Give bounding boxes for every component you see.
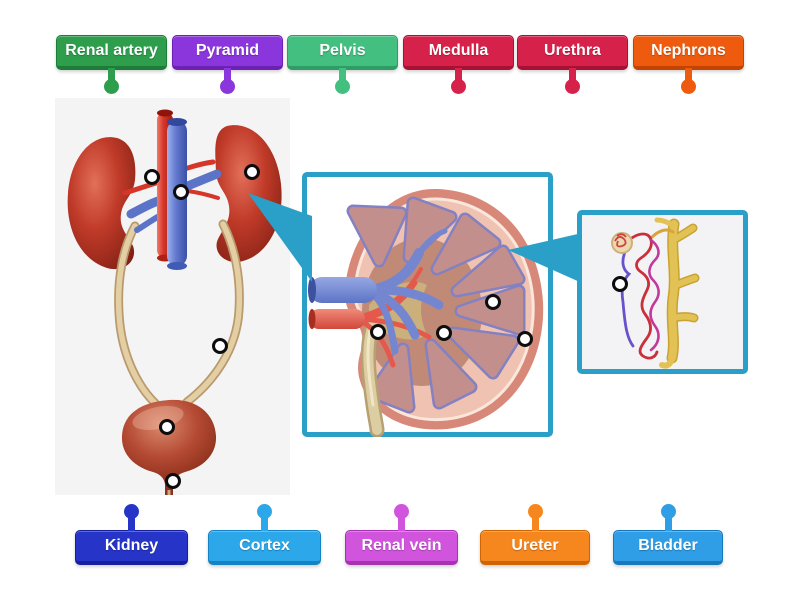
label-stem xyxy=(339,68,346,81)
pin-7[interactable] xyxy=(485,294,501,310)
label-dot xyxy=(394,504,409,519)
label-dot xyxy=(451,79,466,94)
label-dot xyxy=(681,79,696,94)
label-dot xyxy=(660,504,676,519)
label-cortex[interactable]: Cortex xyxy=(208,504,321,566)
label-medulla[interactable]: Medulla xyxy=(403,35,514,97)
pin-6[interactable] xyxy=(165,473,181,489)
kidney-cross-section-box xyxy=(302,172,553,437)
label-dot xyxy=(104,79,119,94)
label-text[interactable]: Kidney xyxy=(75,530,188,565)
label-stem xyxy=(108,68,115,81)
label-text[interactable]: Renal artery xyxy=(56,35,167,70)
label-text[interactable]: Cortex xyxy=(208,530,321,565)
label-nephrons[interactable]: Nephrons xyxy=(633,35,744,97)
pin-3[interactable] xyxy=(244,164,260,180)
label-dot xyxy=(527,504,543,519)
label-dot xyxy=(124,504,139,519)
label-ureter[interactable]: Ureter xyxy=(480,504,590,566)
label-dot xyxy=(335,79,350,94)
pin-11[interactable] xyxy=(612,276,628,292)
label-stem xyxy=(664,517,672,531)
label-urethra[interactable]: Urethra xyxy=(517,35,628,97)
urinary-system-photo-background xyxy=(55,98,290,495)
pin-4[interactable] xyxy=(212,338,228,354)
pin-2[interactable] xyxy=(173,184,189,200)
pin-1[interactable] xyxy=(144,169,160,185)
label-text[interactable]: Ureter xyxy=(480,530,590,565)
label-pelvis[interactable]: Pelvis xyxy=(287,35,398,97)
label-renal-vein[interactable]: Renal vein xyxy=(345,504,458,566)
pin-9[interactable] xyxy=(436,325,452,341)
label-bladder[interactable]: Bladder xyxy=(613,504,723,566)
label-text[interactable]: Urethra xyxy=(517,35,628,70)
label-text[interactable]: Medulla xyxy=(403,35,514,70)
pin-8[interactable] xyxy=(370,324,386,340)
label-dot xyxy=(220,79,235,94)
label-renal-artery[interactable]: Renal artery xyxy=(56,35,167,97)
label-text[interactable]: Bladder xyxy=(613,530,723,565)
label-stem xyxy=(398,517,405,531)
label-stem xyxy=(261,517,268,531)
label-stem xyxy=(128,517,135,531)
label-dot xyxy=(565,79,580,94)
label-dot xyxy=(257,504,272,519)
label-kidney[interactable]: Kidney xyxy=(75,504,188,566)
label-text[interactable]: Renal vein xyxy=(345,530,458,565)
pin-5[interactable] xyxy=(159,419,175,435)
nephron-box xyxy=(577,210,748,374)
label-stem xyxy=(531,517,539,531)
label-stem xyxy=(455,68,462,81)
label-stem xyxy=(685,68,692,81)
label-pyramid[interactable]: Pyramid xyxy=(172,35,283,97)
label-stem xyxy=(569,68,576,81)
pin-10[interactable] xyxy=(517,331,533,347)
label-text[interactable]: Pyramid xyxy=(172,35,283,70)
label-text[interactable]: Nephrons xyxy=(633,35,744,70)
label-text[interactable]: Pelvis xyxy=(287,35,398,70)
label-stem xyxy=(224,68,231,81)
